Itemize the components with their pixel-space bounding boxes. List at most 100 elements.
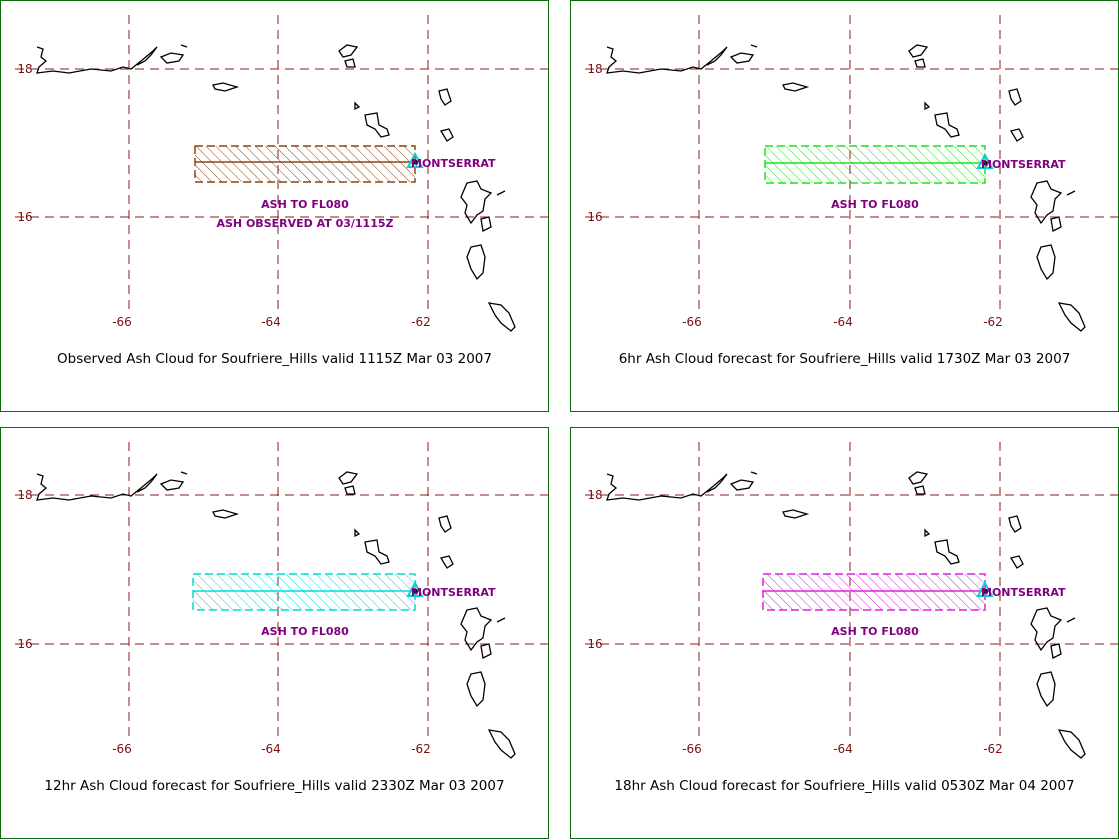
volcano-icon: [406, 151, 424, 168]
coastline: [344, 58, 356, 68]
ash-cloud-polygon: [192, 573, 416, 611]
coastline: [480, 643, 492, 659]
latitude-tick-label: 18: [587, 62, 602, 76]
coastline: [338, 471, 359, 485]
coastline: [439, 555, 454, 569]
coastline: [908, 471, 929, 485]
ash-note: ASH TO FL080: [831, 625, 919, 638]
coastline: [782, 509, 810, 519]
volcano-label: MONTSERRAT: [411, 586, 496, 599]
ash-note: ASH TO FL080: [261, 625, 349, 638]
coastline: [438, 515, 452, 533]
longitude-tick-label: -66: [112, 315, 132, 329]
coastline: [364, 539, 390, 565]
volcano-label: MONTSERRAT: [981, 586, 1066, 599]
coastline: [934, 539, 960, 565]
longitude-tick-label: -66: [112, 742, 132, 756]
panel-caption: 12hr Ash Cloud forecast for Soufriere_Hi…: [44, 778, 505, 794]
coastline: [1036, 671, 1056, 708]
coastline: [466, 671, 486, 708]
volcano-icon: [976, 580, 994, 597]
coastline: [729, 52, 755, 64]
volcano-dot: [982, 588, 988, 594]
coastline: [1057, 729, 1086, 759]
coastlines: [36, 44, 516, 332]
ash-cloud-polygon: [764, 145, 986, 184]
volcano-icon: [406, 580, 424, 597]
longitude-tick-label: -64: [261, 315, 281, 329]
ash-cloud-polygon: [762, 573, 986, 611]
coastline: [338, 44, 359, 58]
coastline: [364, 112, 390, 138]
coastline: [1009, 555, 1024, 569]
volcano-dot: [412, 588, 418, 594]
volcano-label: MONTSERRAT: [981, 158, 1066, 171]
coastline: [460, 180, 493, 225]
coastline: [914, 485, 926, 495]
coastline: [496, 190, 506, 196]
volcano-icon: [976, 152, 994, 169]
latitude-tick-label: 16: [17, 210, 32, 224]
coastline: [606, 473, 728, 501]
longitude-tick-label: -66: [682, 742, 702, 756]
coastline: [439, 128, 454, 142]
latitude-tick-label: 18: [587, 488, 602, 502]
coastline: [354, 528, 361, 538]
coastlines: [36, 471, 516, 759]
longitude-tick-label: -62: [983, 315, 1003, 329]
coastline: [782, 82, 810, 92]
coastline: [924, 101, 931, 111]
volcano-dot: [412, 159, 418, 165]
coastline: [924, 528, 931, 538]
panel-caption: Observed Ash Cloud for Soufriere_Hills v…: [57, 351, 492, 367]
longitude-tick-label: -64: [833, 742, 853, 756]
latitude-tick-label: 18: [17, 62, 32, 76]
longitude-tick-label: -62: [411, 742, 431, 756]
coastline: [180, 44, 188, 48]
latitude-tick-label: 18: [17, 488, 32, 502]
coastline: [750, 44, 758, 48]
ash-panel-12hr: -66 -64 -62 18 16 MONTSERRAT ASH TO FL080 12hr…: [0, 427, 549, 839]
coastline: [606, 46, 728, 74]
latitude-tick-label: 16: [17, 637, 32, 651]
coastline: [1066, 190, 1076, 196]
coastlines: [606, 44, 1086, 332]
coastline: [496, 617, 506, 623]
longitude-tick-label: -64: [261, 742, 281, 756]
coastline: [914, 58, 926, 68]
coastline: [212, 82, 240, 92]
panel-caption: 6hr Ash Cloud forecast for Soufriere_Hil…: [618, 351, 1071, 367]
coastline: [460, 607, 493, 652]
coastline: [212, 509, 240, 519]
longitude-tick-label: -64: [833, 315, 853, 329]
coastline: [36, 46, 158, 74]
ash-cloud-polygon: [194, 145, 416, 183]
coastline: [908, 44, 929, 58]
coastline: [729, 479, 755, 491]
coastline: [1057, 302, 1086, 332]
coastline: [36, 473, 158, 501]
coastline: [1066, 617, 1076, 623]
ash-note: ASH TO FL080: [831, 198, 919, 211]
coastline: [344, 485, 356, 495]
coastline: [750, 471, 758, 475]
coastline: [1050, 216, 1062, 232]
volcano-label: MONTSERRAT: [411, 157, 496, 170]
ash-note: ASH OBSERVED AT 03/1115Z: [216, 217, 393, 230]
longitude-tick-label: -62: [411, 315, 431, 329]
coastline: [466, 244, 486, 281]
longitude-tick-label: -62: [983, 742, 1003, 756]
coastline: [1050, 643, 1062, 659]
coastline: [354, 101, 361, 111]
panel-caption: 18hr Ash Cloud forecast for Soufriere_Hi…: [614, 778, 1075, 794]
coastline: [1009, 128, 1024, 142]
coastlines: [606, 471, 1086, 759]
coastline: [487, 729, 516, 759]
coastline: [159, 52, 185, 64]
